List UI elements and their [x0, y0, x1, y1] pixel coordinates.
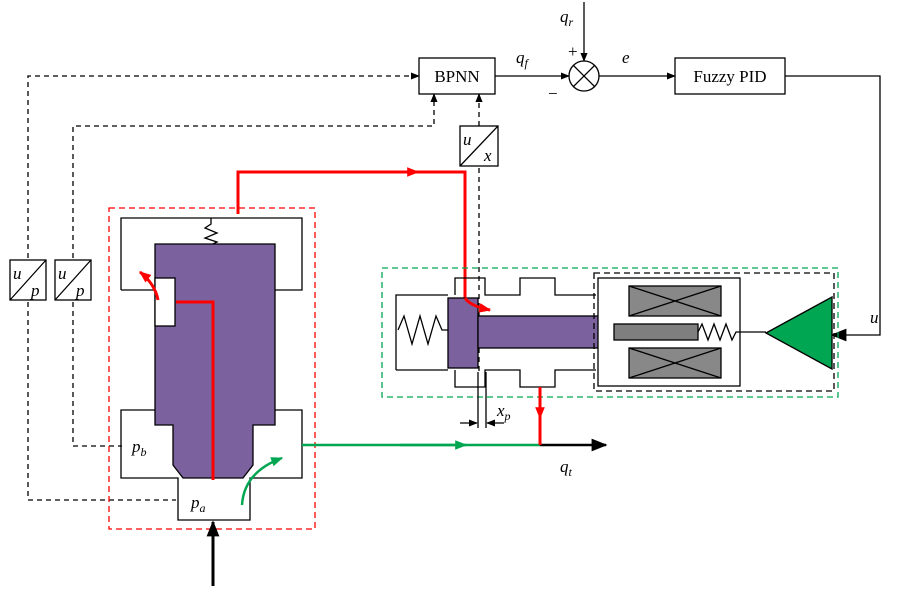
solenoid-boundary — [593, 272, 835, 392]
up-converter-right: u p — [54, 259, 92, 301]
main-flow-arrow — [240, 456, 284, 506]
spool-pilot-notch — [154, 277, 176, 327]
xp-label: xp — [496, 401, 511, 423]
qt-label: qt — [560, 457, 573, 479]
feedback-pa-bottom — [27, 302, 176, 501]
solenoid-coil-bottom — [628, 347, 722, 379]
svg-text:p: p — [75, 281, 85, 300]
u-label: u — [870, 308, 879, 327]
pb-label: pb — [131, 437, 147, 459]
pilot-valve-boundary — [381, 267, 839, 398]
qf-label: qf — [516, 48, 530, 70]
u-signal-line — [785, 75, 881, 342]
svg-text:u: u — [13, 264, 22, 283]
pilot-flow-arrow-left — [139, 270, 160, 301]
svg-text:x: x — [483, 146, 492, 165]
armature-spring — [697, 322, 766, 342]
feedback-pb-bottom — [72, 302, 122, 447]
solenoid-armature — [613, 323, 699, 341]
svg-text:u: u — [58, 264, 67, 283]
e-label: e — [622, 48, 630, 67]
svg-text:p: p — [30, 281, 40, 300]
feedback-pb-top — [72, 93, 438, 258]
pilot-line — [236, 170, 467, 300]
bpnn-block: BPNN — [418, 57, 496, 95]
minus-sign: − — [548, 84, 558, 103]
svg-text:u: u — [463, 130, 472, 149]
summing-junction: + − — [548, 42, 600, 103]
amplifier-icon — [764, 295, 833, 371]
qr-label: qr — [560, 7, 574, 29]
fuzzy-pid-label: Fuzzy PID — [693, 67, 766, 86]
spool-pilot-channel — [176, 300, 215, 480]
plus-sign: + — [568, 42, 578, 61]
bpnn-label: BPNN — [434, 67, 479, 86]
pilot-flow-arrow-right — [463, 297, 492, 313]
feedback-pa-top — [27, 72, 420, 258]
ux-converter: u x — [459, 125, 499, 167]
solenoid-coil-top — [628, 285, 722, 317]
up-converter-left: u p — [9, 259, 47, 301]
pilot-spool-head — [447, 297, 479, 369]
pa-label: pa — [190, 493, 206, 515]
pilot-valve-body — [395, 277, 596, 388]
fuzzy-pid-block: Fuzzy PID — [674, 57, 786, 95]
